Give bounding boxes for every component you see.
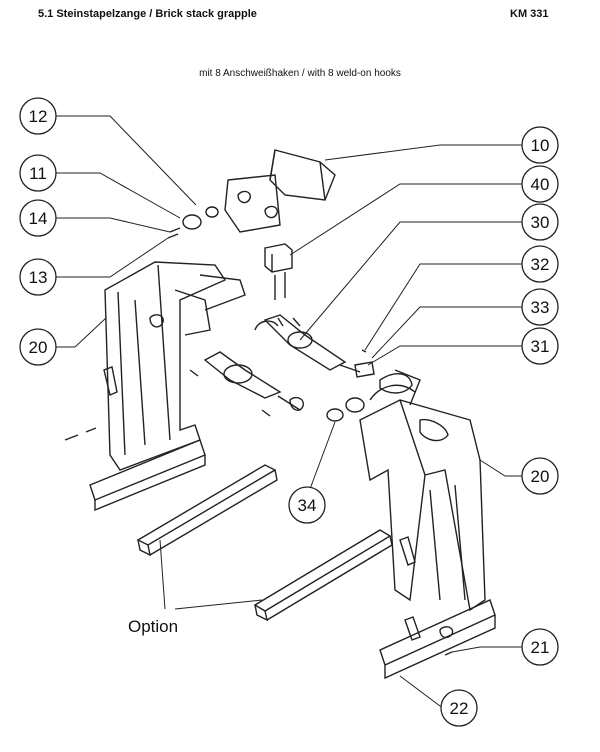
callout-number: 31 — [531, 337, 550, 356]
callout-number: 30 — [531, 213, 550, 232]
callout-bubble: 10 — [521, 126, 559, 164]
callout-bubble: 31 — [521, 327, 559, 365]
lower-cylinder-part — [189, 351, 304, 417]
callout-bubble: 30 — [521, 203, 559, 241]
callout-number: 21 — [531, 638, 550, 657]
top-link-part — [224, 149, 336, 233]
model-number: KM 331 — [510, 8, 549, 20]
callout-number: 13 — [29, 268, 48, 287]
nut-part — [326, 397, 365, 422]
callout-number: 20 — [29, 338, 48, 357]
option-label: Option — [128, 617, 178, 636]
callout-bubble: 12 — [19, 97, 57, 135]
callout-bubble: 40 — [521, 165, 559, 203]
callout-number: 22 — [450, 699, 469, 718]
section-title: 5.1 Steinstapelzange / Brick stack grapp… — [38, 8, 257, 20]
callout-number: 33 — [531, 298, 550, 317]
upper-cylinder-part — [254, 314, 361, 373]
callout-bubble: 20 — [19, 328, 57, 366]
left-frame-part — [89, 261, 246, 512]
callout-number: 20 — [531, 467, 550, 486]
pin-hardware-part — [167, 206, 219, 239]
callout-number: 11 — [29, 164, 47, 183]
callout-number: 12 — [29, 107, 48, 126]
callout-bubble: 20 — [521, 457, 559, 495]
right-frame-part — [359, 369, 496, 680]
leader-lines — [55, 115, 522, 707]
callout-bubble: 11 — [19, 154, 57, 192]
callout-number: 34 — [298, 496, 317, 515]
callout-bubble: 33 — [521, 288, 559, 326]
bracket-block-part — [264, 243, 293, 300]
callout-bubble: 13 — [19, 258, 57, 296]
callout-bubble: 14 — [19, 199, 57, 237]
diagram-subtitle: mit 8 Anschweißhaken / with 8 weld-on ho… — [199, 68, 401, 79]
callout-number: 32 — [531, 255, 550, 274]
option-bars-part — [136, 464, 393, 622]
callout-bubble: 22 — [440, 689, 478, 727]
callout-bubble: 34 — [288, 486, 326, 524]
callout-number: 14 — [29, 209, 48, 228]
callout-number: 10 — [531, 136, 550, 155]
callout-bubble: 21 — [521, 628, 559, 666]
right-hardware-part — [354, 349, 413, 394]
callout-bubble: 32 — [521, 245, 559, 283]
callout-number: 40 — [531, 175, 550, 194]
